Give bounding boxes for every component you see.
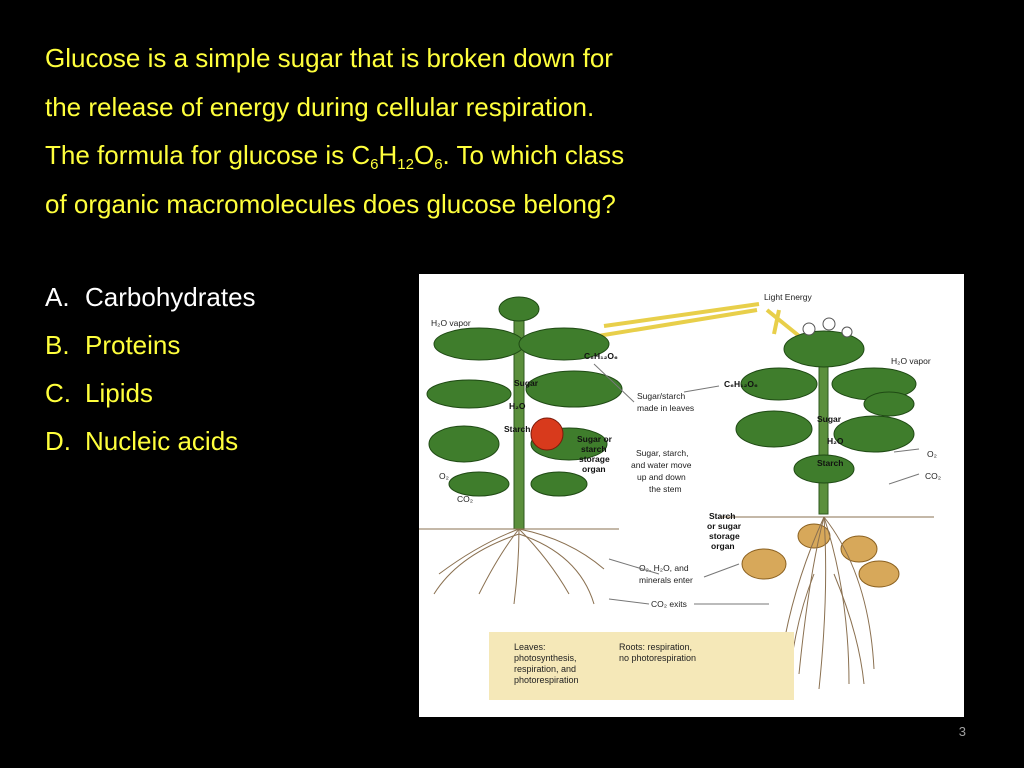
- sugar-right-label: Sugar: [817, 414, 842, 424]
- question-line-1: Glucose is a simple sugar that is broken…: [45, 43, 613, 73]
- move-stem-line-2: and water move: [631, 460, 692, 470]
- option-text: Carbohydrates: [85, 282, 256, 312]
- answer-options: A. Carbohydrates B. Proteins C. Lipids D. Nu…: [45, 273, 256, 465]
- c6h12o6-right-label: C₆H₁₂O₆: [724, 379, 758, 389]
- storage-right-line-4: organ: [711, 541, 735, 551]
- potato-roots: [778, 516, 875, 690]
- option-letter: B.: [45, 330, 70, 360]
- potato-leaves: [735, 330, 917, 484]
- minerals-line-2: minerals enter: [639, 575, 693, 585]
- question-line-2: the release of energy during cellular re…: [45, 91, 595, 122]
- tomato-roots: [433, 528, 605, 605]
- storage-right-line-2: or sugar: [707, 521, 742, 531]
- co2-right-label: CO₂: [925, 471, 941, 481]
- sugar-starch-leaves-label: Sugar/starch made in leaves: [637, 391, 694, 413]
- leaves-line-1: Leaves:: [514, 642, 546, 652]
- potato-plant: [719, 317, 934, 690]
- tomato-leaves: [426, 296, 623, 497]
- option-d[interactable]: D. Nucleic acids: [45, 417, 256, 465]
- roots-line-2: no photorespiration: [619, 653, 696, 663]
- tomato-fruit: [530, 417, 564, 451]
- storage-left-line-4: organ: [582, 464, 606, 474]
- starch-right-label: Starch: [817, 458, 843, 468]
- storage-left-line-3: storage: [579, 454, 610, 464]
- co2-exits-label: CO₂ exits: [651, 599, 687, 609]
- plant-diagram-svg: Light Energy: [419, 292, 941, 700]
- storage-left-line-2: starch: [581, 444, 607, 454]
- h2o-left-label: H₂O: [509, 401, 526, 411]
- formula-sub-o: 6: [434, 156, 443, 173]
- storage-left-line-1: Sugar or: [577, 434, 613, 444]
- formula-prefix: The formula for glucose is C: [45, 140, 371, 170]
- option-b[interactable]: B. Proteins: [45, 321, 256, 369]
- roots-line-1: Roots: respiration,: [619, 642, 692, 652]
- option-c[interactable]: C. Lipids: [45, 369, 256, 417]
- option-text: Lipids: [85, 378, 153, 408]
- storage-right-line-3: storage: [709, 531, 740, 541]
- option-letter: A.: [45, 282, 70, 312]
- move-stem-line-4: the stem: [649, 484, 682, 494]
- storage-right-line-1: Starch: [709, 511, 735, 521]
- o2-right-label: O₂: [927, 449, 937, 459]
- light-energy-label: Light Energy: [764, 292, 812, 302]
- question-line-3: The formula for glucose is C6H12O6. To w…: [45, 131, 905, 180]
- c6h12o6-left-label: C₆H₁₂O₆: [584, 351, 618, 361]
- option-a[interactable]: A. Carbohydrates: [45, 273, 256, 321]
- roots-legend: Roots: respiration, no photorespiration: [619, 642, 696, 663]
- h2o-vapor-right-label: H₂O vapor: [891, 356, 931, 366]
- storage-right-label: Starch or sugar storage organ: [707, 511, 742, 551]
- question-line-4: of organic macromolecules does glucose b…: [45, 188, 616, 219]
- process-arrows: [593, 363, 920, 605]
- o2-left-label: O₂: [439, 471, 449, 481]
- minerals-line-1: O₂, H₂O, and: [639, 563, 689, 573]
- legend-box: [489, 632, 794, 700]
- formula-sub-h: 12: [397, 156, 414, 173]
- minerals-label: O₂, H₂O, and minerals enter: [639, 563, 693, 585]
- starch-left-label: Starch: [504, 424, 530, 434]
- option-text: Nucleic acids: [85, 426, 239, 456]
- leaves-line-4: photorespiration: [514, 675, 579, 685]
- sugar-starch-line-2: made in leaves: [637, 403, 694, 413]
- plant-diagram: Light Energy: [419, 274, 964, 717]
- sugar-starch-line-1: Sugar/starch: [637, 391, 685, 401]
- question-line-3-end: . To which class: [442, 140, 625, 170]
- potato-tubers: [741, 523, 900, 588]
- h2o-right-label: H₂O: [827, 436, 844, 446]
- potato-flowers: [802, 317, 853, 338]
- formula-sub-c: 6: [370, 156, 379, 173]
- move-stem-line-3: up and down: [637, 472, 686, 482]
- move-stem-label: Sugar, starch, and water move up and dow…: [631, 448, 692, 494]
- option-text: Proteins: [85, 330, 181, 360]
- co2-left-label: CO₂: [457, 494, 473, 504]
- question-text: Glucose is a simple sugar that is broken…: [45, 34, 905, 228]
- formula-o: O: [413, 140, 435, 170]
- leaves-line-2: photosynthesis,: [514, 653, 577, 663]
- page-number: 3: [958, 724, 966, 739]
- leaves-line-3: respiration, and: [514, 664, 576, 674]
- formula-h: H: [378, 140, 398, 170]
- tomato-plant: [419, 296, 623, 605]
- sugar-left-label: Sugar: [514, 378, 539, 388]
- option-letter: D.: [45, 426, 71, 456]
- storage-left-label: Sugar or starch storage organ: [577, 434, 613, 474]
- move-stem-line-1: Sugar, starch,: [636, 448, 688, 458]
- h2o-vapor-left-label: H₂O vapor: [431, 318, 471, 328]
- option-letter: C.: [45, 378, 71, 408]
- leaves-legend: Leaves: photosynthesis, respiration, and…: [514, 642, 579, 685]
